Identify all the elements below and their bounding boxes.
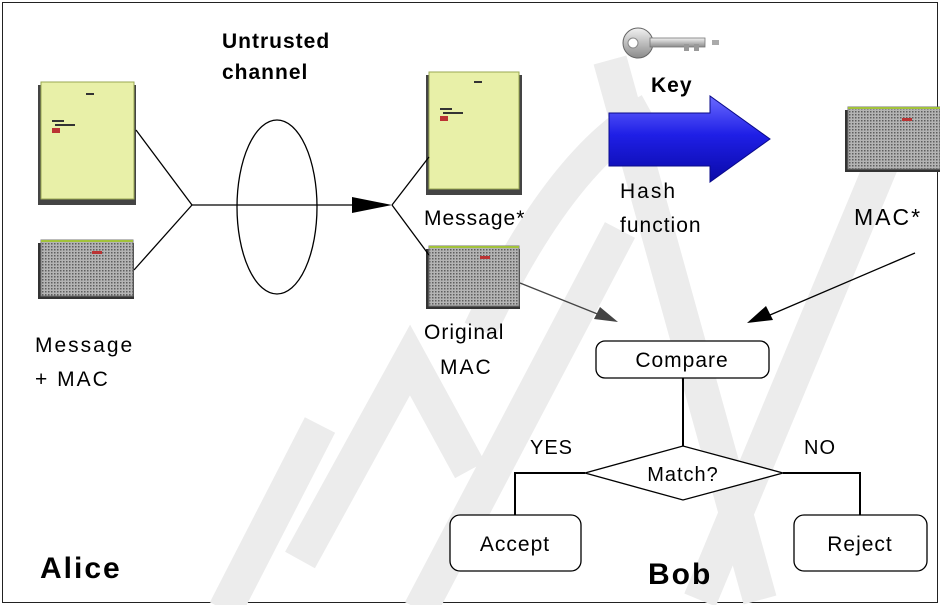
hash-label-line1: Hash xyxy=(620,180,677,203)
bob-original-mac-document xyxy=(426,245,520,309)
match-label: Match? xyxy=(647,464,719,486)
mac-star-to-compare-arrow xyxy=(747,252,916,323)
untrusted-channel-ellipse xyxy=(236,119,318,295)
no-branch-line xyxy=(783,472,861,517)
yes-label: YES xyxy=(530,437,573,459)
computed-mac-document xyxy=(845,106,940,172)
accept-box xyxy=(449,514,582,572)
original-mac-label-line2: MAC xyxy=(440,356,493,379)
original-mac-label-line1: Original xyxy=(424,321,504,344)
untrusted-label-line2: channel xyxy=(222,61,308,84)
right-arrow-icon xyxy=(608,95,771,183)
original-mac-to-compare-arrow xyxy=(519,282,618,322)
bob-connector xyxy=(391,156,430,256)
no-label: NO xyxy=(804,437,836,459)
mac-star-label: MAC* xyxy=(854,204,922,230)
yes-branch-line xyxy=(514,472,585,517)
alice-connector xyxy=(133,129,355,271)
bob-label: Bob xyxy=(648,558,712,591)
untrusted-label-line1: Untrusted xyxy=(222,30,330,53)
alice-label: Alice xyxy=(40,552,122,585)
alice-msg-label-line1: Message xyxy=(35,334,134,357)
bob-message-document xyxy=(426,71,522,195)
message-star-label: Message* xyxy=(424,207,525,230)
alice-mac-document xyxy=(38,239,134,299)
hash-label-line2: function xyxy=(620,214,702,237)
key-label: Key xyxy=(651,74,693,97)
reject-label: Reject xyxy=(827,533,893,556)
alice-msg-label-line2: + MAC xyxy=(35,368,110,391)
compare-label: Compare xyxy=(635,349,728,372)
key-icon xyxy=(622,27,719,59)
channel-arrowhead xyxy=(352,197,392,213)
accept-label: Accept xyxy=(480,533,550,556)
reject-box xyxy=(793,514,928,572)
alice-message-document xyxy=(38,81,136,205)
